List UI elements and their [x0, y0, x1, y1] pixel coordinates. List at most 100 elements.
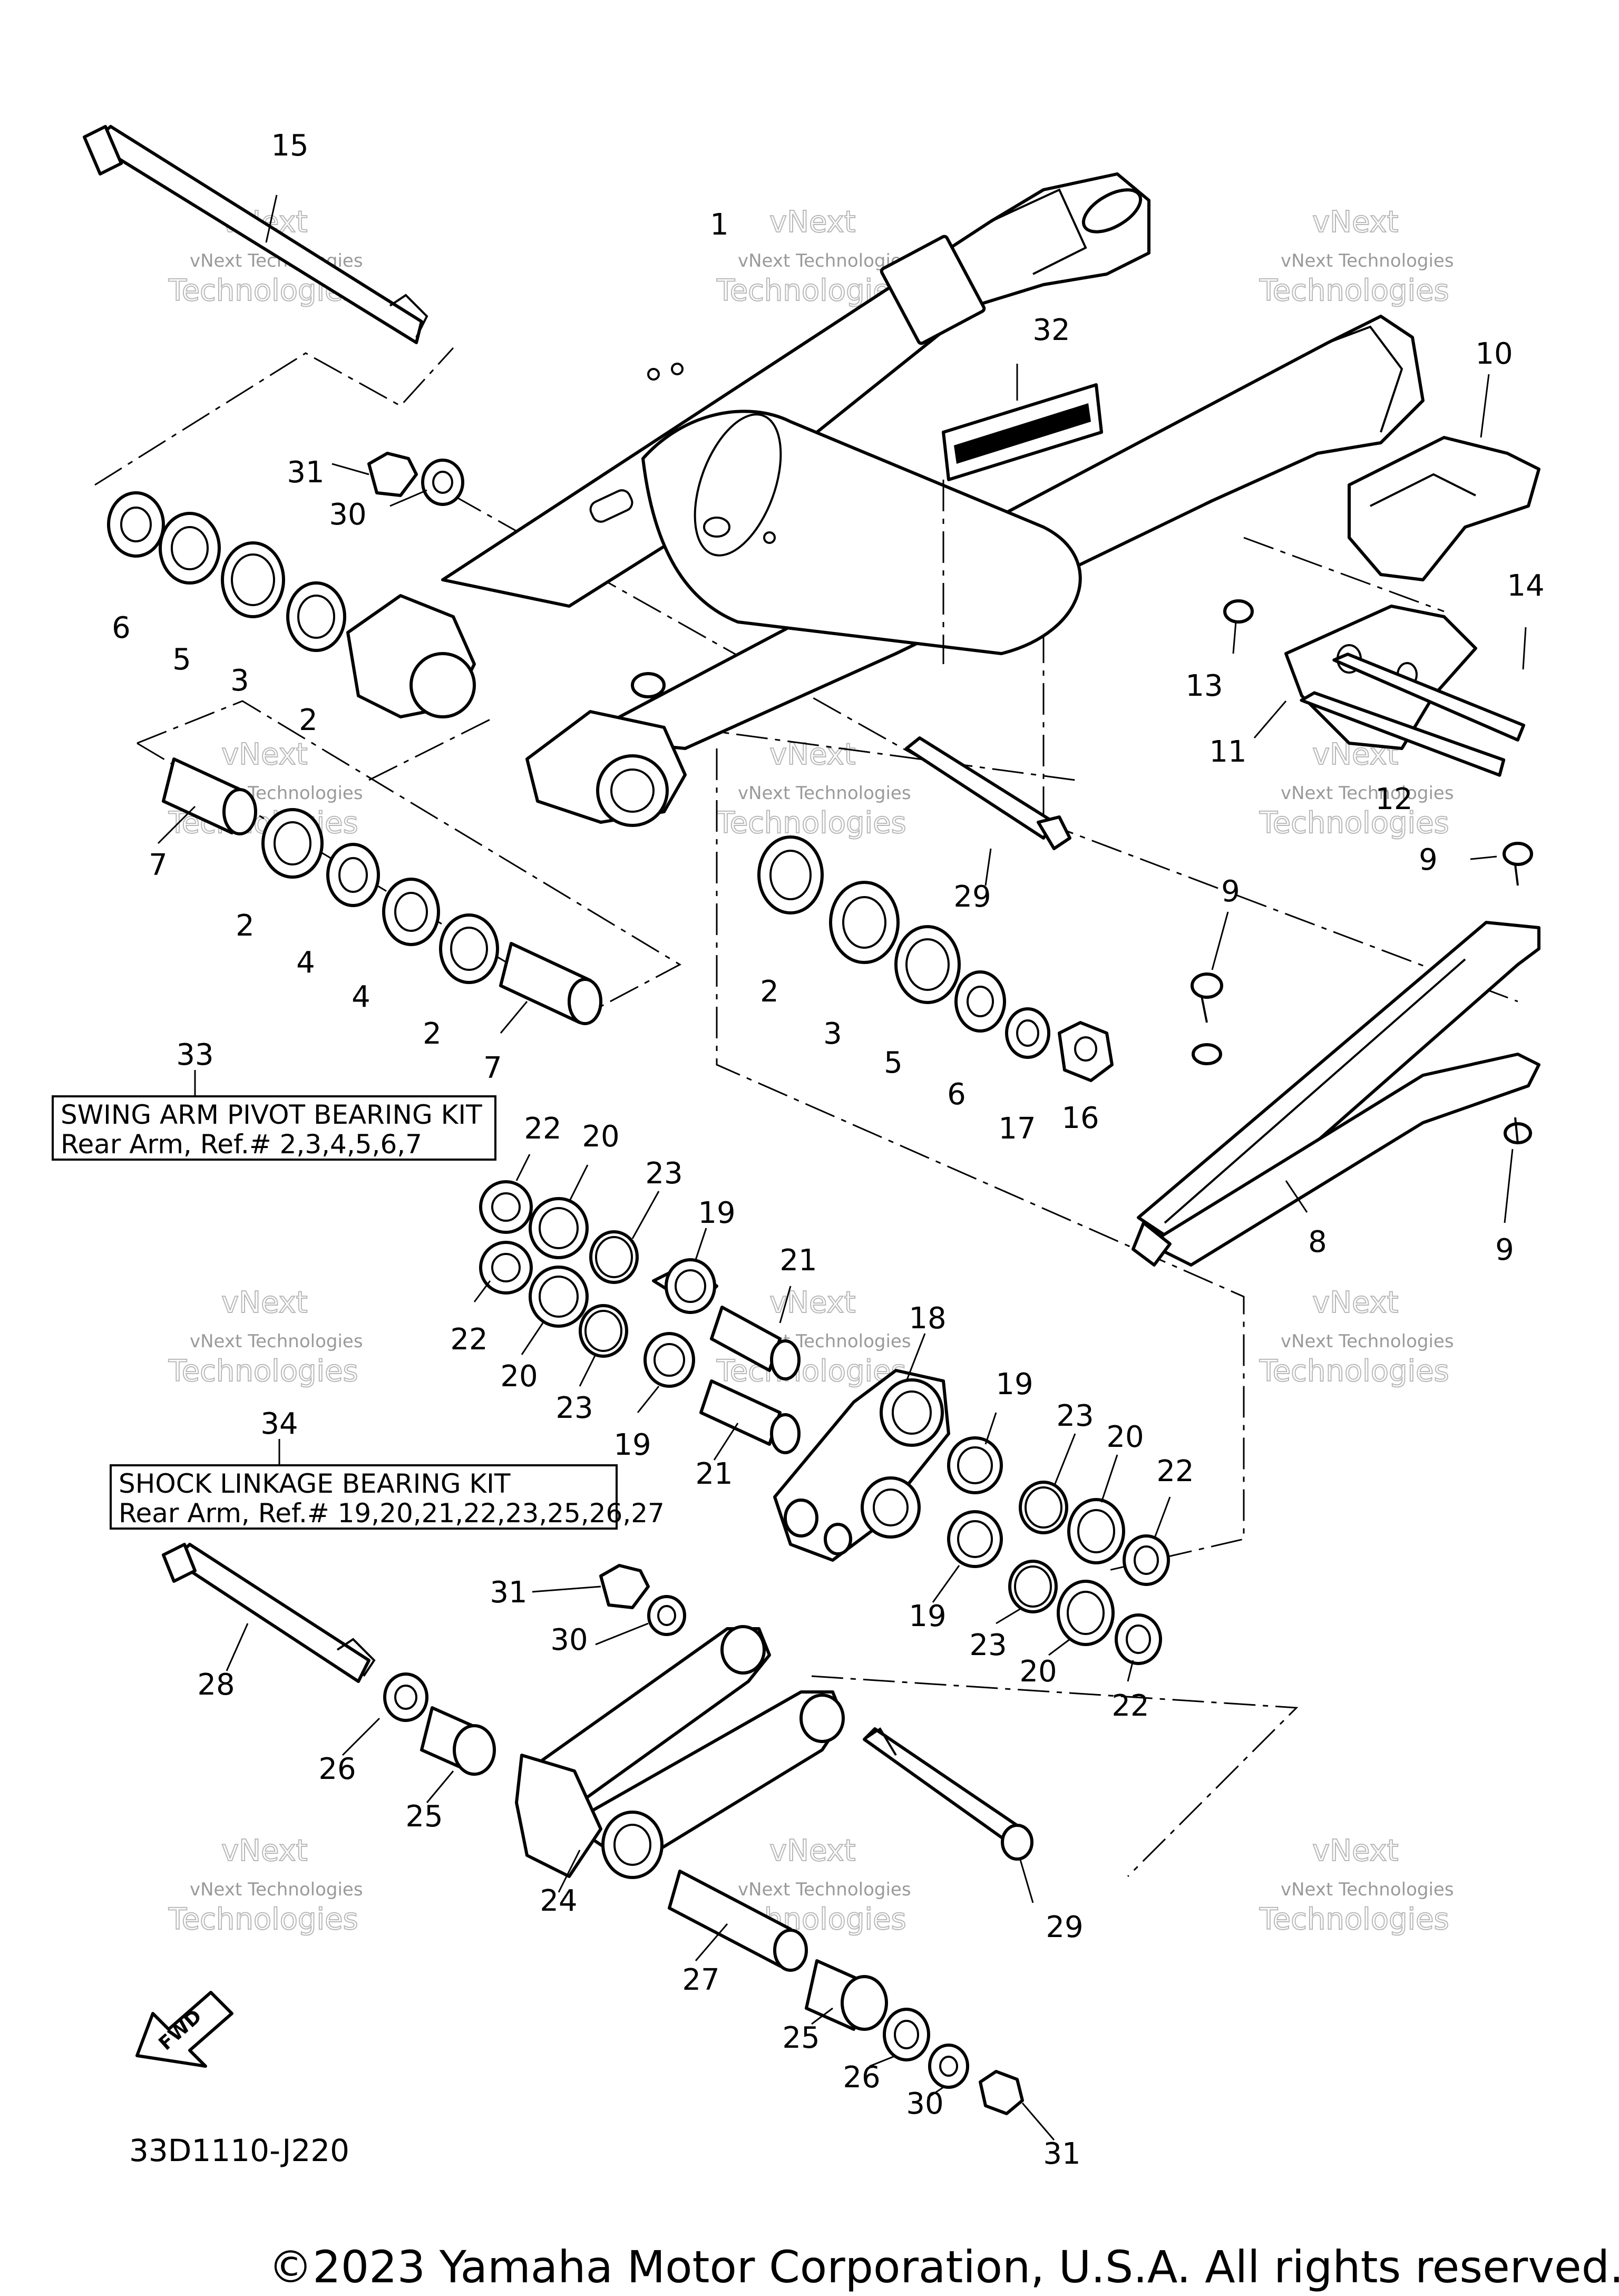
- watermark-text: vNext Technologies: [1281, 783, 1454, 804]
- callout-2: 2: [760, 975, 779, 1009]
- callout-25: 25: [405, 1799, 443, 1834]
- connecting-rod: [515, 1564, 845, 1893]
- forward-arrow: FWD: [135, 1991, 233, 2068]
- callout-20: 20: [1106, 1420, 1144, 1454]
- watermark-large: Technologies: [168, 1902, 358, 1937]
- callout-34: 34: [260, 1407, 298, 1441]
- callout-2: 2: [299, 703, 318, 737]
- callout-7: 7: [149, 848, 168, 882]
- callout-12: 12: [1375, 782, 1412, 816]
- callout-4: 4: [296, 946, 315, 980]
- watermark-top: vNext: [769, 1286, 856, 1320]
- callout-23: 23: [645, 1156, 682, 1191]
- watermark: vNext vNext Technologies Technologies: [168, 1285, 363, 1389]
- callout-26: 26: [843, 2060, 880, 2095]
- watermark-text: vNext Technologies: [1281, 250, 1454, 271]
- callout-22: 22: [524, 1112, 561, 1146]
- watermark-text: vNext Technologies: [738, 1879, 911, 1900]
- watermark-text: vNext Technologies: [190, 1879, 363, 1900]
- callout-29: 29: [953, 880, 991, 914]
- watermark: vNext vNext Technologies Technologies: [716, 737, 911, 841]
- callout-16: 16: [1061, 1101, 1099, 1135]
- callout-5: 5: [884, 1046, 903, 1080]
- callout-31: 31: [1043, 2137, 1080, 2171]
- callout-32: 32: [1032, 313, 1070, 347]
- callout-22: 22: [450, 1322, 487, 1357]
- watermark-text: vNext Technologies: [1281, 1879, 1454, 1900]
- kit-box-shock: SHOCK LINKAGE BEARING KIT Rear Arm, Ref.…: [110, 1439, 665, 1530]
- watermark-large: Technologies: [1259, 1902, 1449, 1937]
- callout-20: 20: [582, 1120, 619, 1154]
- callout-29: 29: [1046, 1910, 1083, 1944]
- callouts: 1 2 2 2 2 3 3 4 4 5 5 6 6 7 7 8 9 9 9 10…: [112, 129, 1544, 2171]
- callout-3: 3: [823, 1017, 842, 1051]
- shock-kit-refs: Rear Arm, Ref.# 19,20,21,22,23,25,26,27: [119, 1498, 665, 1529]
- callout-31: 31: [287, 455, 324, 490]
- watermark-text: vNext Technologies: [738, 783, 911, 804]
- pivot-kit-title: SWING ARM PIVOT BEARING KIT: [61, 1100, 482, 1130]
- watermark: vNext vNext Technologies Technologies: [168, 205, 363, 308]
- callout-17: 17: [998, 1112, 1036, 1146]
- callout-2: 2: [423, 1017, 442, 1051]
- callout-19: 19: [996, 1367, 1033, 1402]
- watermark: vNext vNext Technologies Technologies: [1259, 1833, 1454, 1937]
- watermark-text: vNext Technologies: [190, 1331, 363, 1352]
- watermark-top: vNext: [769, 1834, 856, 1868]
- callout-3: 3: [230, 664, 249, 698]
- watermark-large: Technologies: [168, 1354, 358, 1388]
- watermark: vNext vNext Technologies Technologies: [716, 205, 911, 308]
- watermark: vNext vNext Technologies Technologies: [1259, 737, 1454, 841]
- pivot-hardware-right: [757, 835, 1114, 1082]
- watermark-top: vNext: [221, 1834, 308, 1868]
- lower-linkage-hardware: [668, 1870, 1055, 2141]
- callout-18: 18: [909, 1301, 946, 1336]
- watermark-top: vNext: [1312, 1286, 1399, 1320]
- watermark-large: Technologies: [1259, 1354, 1449, 1388]
- callout-23: 23: [555, 1391, 593, 1425]
- callout-1: 1: [710, 208, 729, 242]
- decal: [942, 364, 1103, 664]
- bolt-lower-right: [863, 1727, 1034, 1903]
- watermark-top: vNext: [769, 737, 856, 772]
- watermark-top: vNext: [769, 205, 856, 239]
- watermark-top: vNext: [1312, 1834, 1399, 1868]
- watermark: vNext vNext Technologies Technologies: [1259, 1285, 1454, 1389]
- callout-6: 6: [947, 1077, 966, 1112]
- callout-28: 28: [197, 1668, 235, 1702]
- callout-30: 30: [906, 2087, 943, 2121]
- chain-guide-assembly: [1223, 374, 1540, 777]
- relay-arm: [699, 1286, 950, 1562]
- watermark-top: vNext: [221, 737, 308, 772]
- callout-19: 19: [698, 1196, 735, 1230]
- callout-4: 4: [352, 980, 370, 1014]
- callout-26: 26: [318, 1752, 356, 1786]
- pivot-shaft: [83, 125, 428, 344]
- watermark-top: vNext: [221, 1286, 308, 1320]
- callout-24: 24: [540, 1884, 577, 1918]
- callout-5: 5: [172, 643, 191, 677]
- callout-15: 15: [271, 129, 308, 163]
- callout-10: 10: [1475, 337, 1513, 371]
- callout-2: 2: [236, 909, 255, 943]
- callout-6: 6: [112, 611, 131, 645]
- diagram-code: 33D1110-J220: [129, 2133, 349, 2168]
- watermark-large: Technologies: [1259, 806, 1449, 840]
- linkage-bearings-right: [932, 1412, 1171, 1682]
- callout-20: 20: [500, 1359, 538, 1394]
- callout-19: 19: [613, 1428, 651, 1462]
- watermark-text: vNext Technologies: [1281, 1331, 1454, 1352]
- callout-19: 19: [909, 1599, 946, 1633]
- callout-33: 33: [176, 1038, 213, 1072]
- copyright-notice: ©2023 Yamaha Motor Corporation, U.S.A. A…: [268, 2241, 1619, 2293]
- watermark: vNext vNext Technologies Technologies: [168, 1833, 363, 1937]
- pivot-kit-refs: Rear Arm, Ref.# 2,3,4,5,6,7: [61, 1129, 422, 1160]
- callout-27: 27: [682, 1963, 719, 1997]
- callout-7: 7: [483, 1051, 502, 1085]
- callout-8: 8: [1308, 1225, 1327, 1259]
- callout-9: 9: [1221, 874, 1240, 909]
- pivot-hardware-left: [107, 452, 464, 652]
- watermark-large: Technologies: [716, 806, 906, 840]
- callout-21: 21: [695, 1457, 733, 1491]
